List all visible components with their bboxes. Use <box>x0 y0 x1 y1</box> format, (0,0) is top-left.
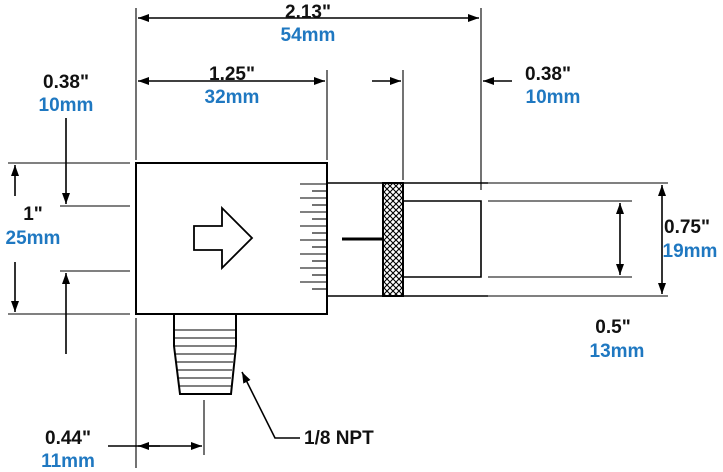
dimension-lines <box>11 14 666 450</box>
npt-callout: 1/8 NPT <box>304 428 374 449</box>
top-offset-imperial: 0.38" <box>43 72 89 93</box>
arrow-right-outline-icon <box>193 205 254 271</box>
overall-length-imperial: 2.13" <box>285 2 331 23</box>
body-height-imperial: 1" <box>23 204 43 225</box>
port-offset-metric: 11mm <box>41 451 95 472</box>
knurled-collar <box>382 182 404 297</box>
meter-body <box>135 162 328 315</box>
port-offset-imperial: 0.44" <box>45 428 91 449</box>
labels: 2.13" 54mm 1.25" 32mm 0.38" 10mm 0.38" 1… <box>6 2 718 472</box>
tube-inner-imperial: 0.5" <box>595 317 630 338</box>
extension-lines <box>8 8 668 468</box>
tube-inner-metric: 13mm <box>590 341 645 362</box>
scale-ticks <box>300 183 327 290</box>
tube-outer-metric: 19mm <box>663 241 718 262</box>
sight-tube <box>327 182 488 297</box>
body-length-metric: 32mm <box>205 87 260 108</box>
npt-leader <box>241 371 300 439</box>
body-height-metric: 25mm <box>6 228 61 249</box>
collar-offset-metric: 10mm <box>526 87 581 108</box>
body-length-imperial: 1.25" <box>209 64 255 85</box>
overall-length-metric: 54mm <box>281 25 336 46</box>
top-offset-metric: 10mm <box>39 95 94 116</box>
npt-port <box>173 313 237 395</box>
tube-outer-imperial: 0.75" <box>664 217 710 238</box>
collar-offset-imperial: 0.38" <box>525 64 571 85</box>
